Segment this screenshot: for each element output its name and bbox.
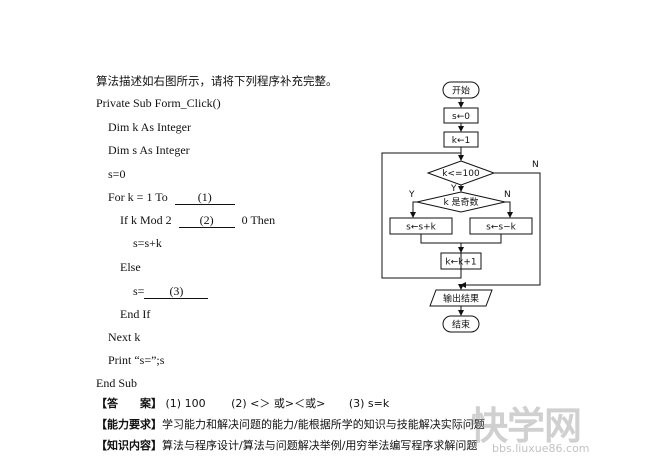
flow-odd-text: k 是奇数 <box>443 196 478 208</box>
flow-output-text: 输出结果 <box>443 293 479 305</box>
flow-add-text: s←s+k <box>406 223 436 233</box>
watermark-url: bbs.liuxue86.com <box>492 442 590 455</box>
blank-1: (1) <box>174 191 235 205</box>
ability-label: 【能力要求】 <box>96 418 162 431</box>
ability-line: 【能力要求】学习能力和解决问题的能力/能根据所学的知识与技能解决实际问题 <box>96 418 485 432</box>
flow-odd-node <box>416 191 506 213</box>
flow-inc-text: k←k+1 <box>445 258 476 268</box>
flow-cond-text: k<=100 <box>442 169 480 179</box>
knowledge-line: 【知识内容】算法与程序设计/算法与问题解决举例/用穷举法编写程序求解问题 <box>96 439 477 453</box>
flow-cond-no: N <box>532 160 539 170</box>
code-for-line: For k = 1 To (1) <box>108 190 235 205</box>
flow-end-node <box>442 315 480 333</box>
watermark-logo: 快学网 <box>470 404 582 448</box>
answer-3: (3) s=k <box>348 397 390 410</box>
flow-yes-edge <box>410 201 417 218</box>
answer-1: (1) 100 <box>165 397 206 410</box>
answer-2: (2) <＞ 或>＜或> <box>231 397 326 410</box>
code-if-suffix: 0 Then <box>241 213 276 227</box>
code-if-prefix: If k Mod 2 <box>120 213 172 227</box>
flow-merge-edge <box>420 234 502 244</box>
answer-line: 【答 案】 (1) 100 (2) <＞ 或>＜或> (3) s=k <box>96 397 389 411</box>
flow-end-text: 结束 <box>452 319 470 331</box>
problem-intro: 算法描述如右图所示，请将下列程序补充完整。 <box>96 74 338 88</box>
blank-3: (3) <box>144 285 209 299</box>
flow-no-edge <box>505 201 513 218</box>
code-s-add: s=s+k <box>133 236 162 250</box>
code-s-prefix: s= <box>133 284 145 298</box>
code-end-if: End If <box>120 307 151 321</box>
flow-s-zero-text: s←0 <box>452 112 470 122</box>
knowledge-text: 算法与程序设计/算法与问题解决举例/用穷举法编写程序求解问题 <box>162 439 478 452</box>
answer-label: 【答 案】 <box>96 397 162 410</box>
code-next: Next k <box>108 330 141 344</box>
code-print: Print “s=”;s <box>108 353 165 367</box>
code-s-line: s=(3) <box>133 284 209 299</box>
flow-inc-node <box>440 252 482 270</box>
flow-odd-no: N <box>504 190 511 200</box>
code-s-init: s=0 <box>108 167 126 181</box>
flow-output-node <box>429 289 493 307</box>
code-sub-start: Private Sub Form_Click() <box>96 96 221 110</box>
flow-odd-yes: Y <box>408 190 415 200</box>
ability-text: 学习能力和解决问题的能力/能根据所学的知识与技能解决实际问题 <box>162 418 485 431</box>
code-end-sub: End Sub <box>96 376 138 390</box>
code-for-prefix: For k = 1 To <box>108 190 168 204</box>
knowledge-label: 【知识内容】 <box>96 439 162 452</box>
flow-exit-edge <box>460 172 541 288</box>
flow-cond-yes: Y <box>450 184 457 194</box>
blank-2: (2) <box>178 214 235 228</box>
code-else: Else <box>120 260 141 274</box>
flow-sub-text: s←s−k <box>486 223 516 233</box>
code-dim-k: Dim k As Integer <box>108 120 191 134</box>
flow-start-text: 开始 <box>452 85 470 97</box>
code-if-line: If k Mod 2 (2) 0 Then <box>120 213 275 228</box>
code-dim-s: Dim s As Integer <box>108 143 190 157</box>
flow-k-one-text: k←1 <box>452 136 470 146</box>
